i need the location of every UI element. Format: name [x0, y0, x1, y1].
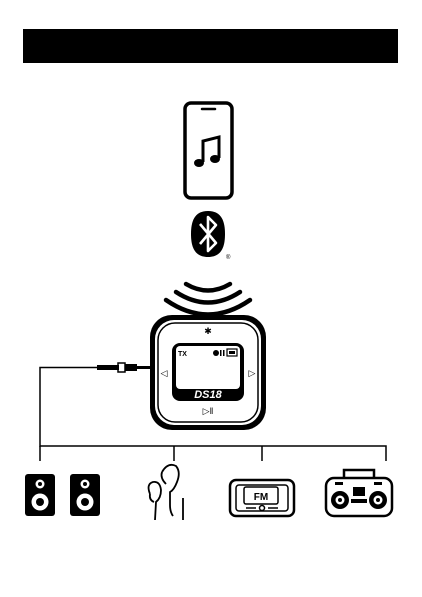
music-note-icon	[194, 137, 220, 167]
transmitter-device: TX DS18 ✱ ◁ ▷ ▷‖	[150, 315, 266, 430]
wireless-signal-icon	[166, 284, 250, 315]
trademark-symbol: ®	[226, 254, 231, 261]
fm-label: FM	[254, 492, 268, 503]
next-button-icon: ▷	[249, 368, 256, 378]
bluetooth-button-icon: ✱	[204, 326, 212, 336]
boombox-icon	[326, 470, 392, 516]
aux-cable-icon	[97, 363, 154, 372]
brand-logo: DS18	[194, 389, 222, 401]
mode-indicator-text: TX	[178, 351, 187, 358]
previous-button-icon: ◁	[161, 368, 168, 378]
car-radio-icon: FM	[230, 480, 294, 516]
play-pause-button-icon: ▷‖	[203, 406, 214, 416]
bluetooth-logo: ®	[191, 211, 231, 261]
speakers-icon	[25, 474, 100, 516]
earphones-icon	[149, 465, 183, 520]
smartphone-icon	[185, 103, 232, 198]
